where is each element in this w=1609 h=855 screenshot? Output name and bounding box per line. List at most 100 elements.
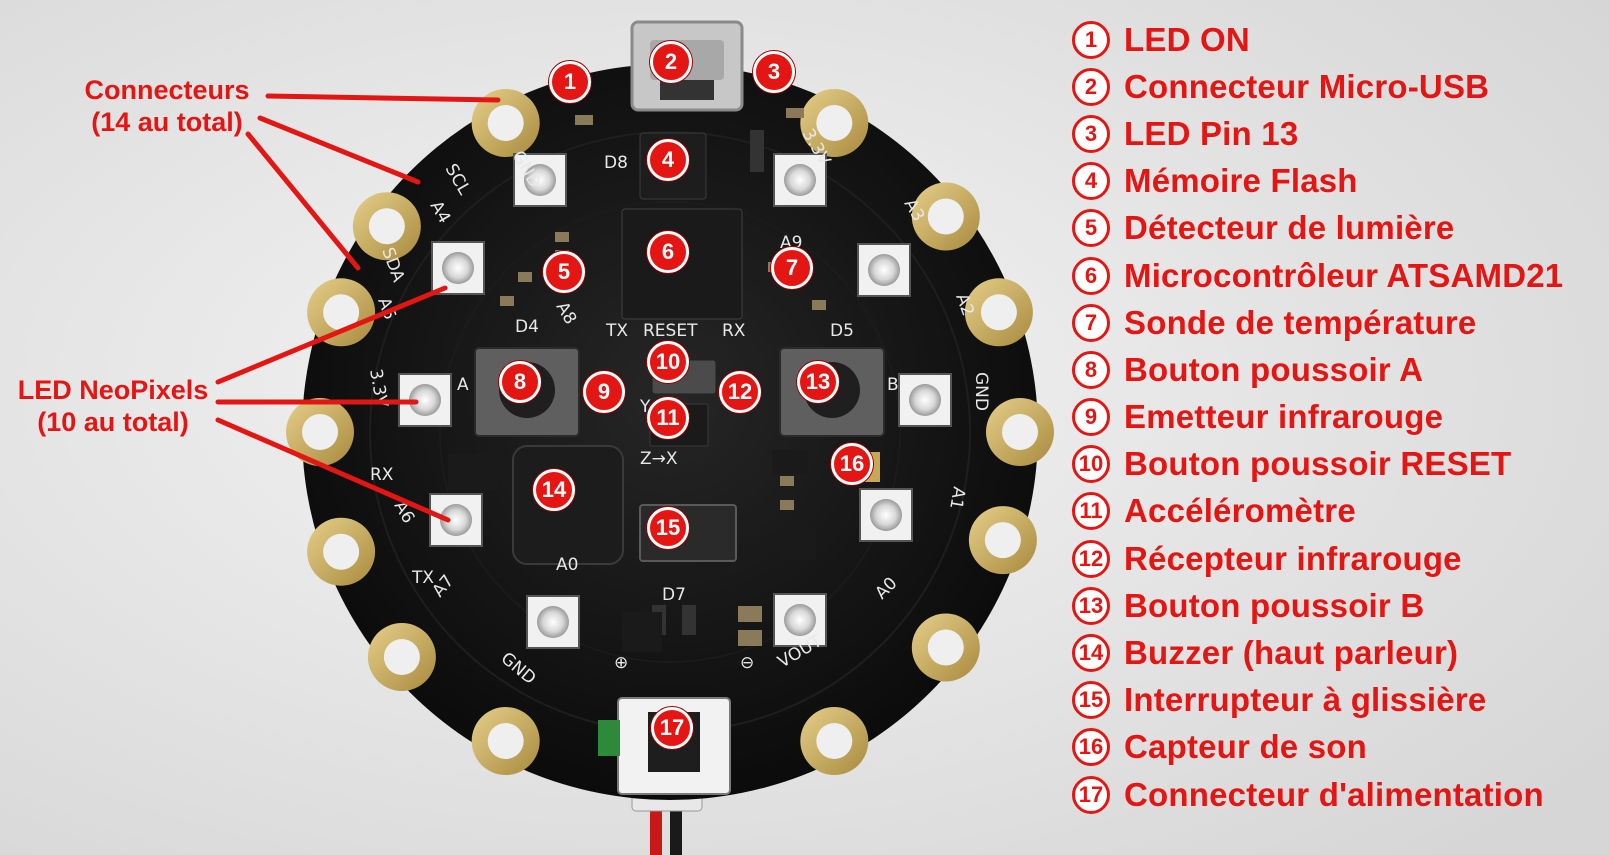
connector-pad-hole [368, 208, 405, 245]
legend-number: 15 [1072, 681, 1110, 720]
legend-number: 1 [1072, 20, 1110, 59]
neopixel-lens [537, 606, 569, 638]
callout-6: 6 [647, 231, 689, 273]
legend-item: 10 Bouton poussoir RESET [1072, 441, 1602, 488]
connector-pad-hole [323, 533, 360, 570]
legend-label: Connecteur Micro-USB [1124, 67, 1490, 105]
neopixel-lens [868, 254, 900, 286]
silk-gnd-right: GND [971, 372, 991, 411]
silk-d7: D7 [662, 585, 686, 605]
legend-label: Bouton poussoir RESET [1124, 445, 1512, 483]
callout-4: 4 [647, 139, 689, 181]
callout-8: 8 [499, 361, 541, 403]
legend-item: 1 LED ON [1072, 16, 1602, 63]
legend-label: Emetteur infrarouge [1124, 398, 1444, 436]
connector-pad-hole [927, 198, 964, 235]
legend-item: 2 Connecteur Micro-USB [1072, 63, 1602, 110]
callout-15: 15 [647, 507, 689, 549]
legend-number: 3 [1072, 114, 1110, 153]
legend-label: Connecteur d'alimentation [1124, 775, 1544, 813]
connector-pad-hole [323, 294, 360, 331]
neopixels-label-line2: (10 au total) [37, 407, 189, 437]
silk-plus: ⊕ [614, 653, 628, 673]
legend-number: 2 [1072, 67, 1110, 106]
silk-tx: TX [605, 321, 628, 341]
legend-item: 13 Bouton poussoir B [1072, 582, 1602, 629]
legend-number: 11 [1072, 492, 1110, 531]
legend-number: 17 [1072, 775, 1110, 814]
legend-item: 4 Mémoire Flash [1072, 158, 1602, 205]
neopixel-lens [524, 164, 556, 196]
legend-item: 7 Sonde de température [1072, 299, 1602, 346]
neopixel-lens [784, 164, 816, 196]
silk-a: A [457, 375, 469, 395]
silk-d8: D8 [604, 153, 628, 173]
neopixel-lens [440, 504, 472, 536]
silk-minus: ⊖ [740, 653, 754, 673]
neopixel-lens [870, 499, 902, 531]
silk-b: B [887, 375, 899, 395]
legend-number: 6 [1072, 256, 1110, 295]
legend-label: Récepteur infrarouge [1124, 539, 1462, 577]
connectors-label-line2: (14 au total) [91, 107, 243, 137]
legend-number: 13 [1072, 586, 1110, 625]
callout-13: 13 [797, 361, 839, 403]
legend-label: Bouton poussoir B [1124, 586, 1425, 624]
legend-label: LED Pin 13 [1124, 114, 1299, 152]
neopixels-label-line1: LED NeoPixels [17, 375, 209, 405]
callout-7: 7 [771, 247, 813, 289]
connector-pad-hole [383, 638, 420, 675]
legend-label: Accéléromètre [1124, 492, 1356, 530]
legend-item: 17 Connecteur d'alimentation [1072, 771, 1602, 818]
silk-a0-left: A0 [556, 555, 578, 575]
connector-pad-hole [302, 414, 338, 450]
legend-label: Sonde de température [1124, 303, 1477, 341]
legend-number: 8 [1072, 350, 1110, 389]
callout-9: 9 [583, 371, 625, 413]
neopixel-lens [909, 384, 941, 416]
neopixel-lens [784, 604, 816, 636]
silk-d5: D5 [830, 321, 854, 341]
callout-16: 16 [831, 443, 873, 485]
leader-lines [215, 93, 501, 523]
legend-item: 11 Accéléromètre [1072, 488, 1602, 535]
legend-number: 4 [1072, 162, 1110, 201]
connector-pad-hole [1002, 414, 1038, 450]
connectors-label-line1: Connecteurs [84, 75, 250, 105]
legend-item: 3 LED Pin 13 [1072, 110, 1602, 157]
legend: 1 LED ON 2 Connecteur Micro-USB 3 LED Pin 13 4… [1072, 16, 1602, 818]
callout-14: 14 [533, 469, 575, 511]
legend-label: Mémoire Flash [1124, 162, 1358, 200]
neopixel-lens [409, 384, 441, 416]
silk-rx-left: RX [370, 465, 394, 485]
connector-pad-hole [984, 522, 1021, 559]
legend-label: Bouton poussoir A [1124, 350, 1424, 388]
legend-item: 12 Récepteur infrarouge [1072, 535, 1602, 582]
callout-3: 3 [753, 51, 795, 93]
legend-number: 7 [1072, 303, 1110, 342]
smd-components [448, 108, 826, 652]
silk-zx: Z→X [640, 449, 678, 469]
legend-number: 16 [1072, 728, 1110, 767]
legend-label: Interrupteur à glissière [1124, 681, 1487, 719]
connector-pad-hole [487, 723, 524, 760]
silk-tx-left: TX [411, 568, 434, 588]
connector-pads [286, 88, 1054, 776]
legend-label: Buzzer (haut parleur) [1124, 634, 1459, 672]
callout-11: 11 [647, 397, 689, 439]
legend-label: Microcontrôleur ATSAMD21 [1124, 256, 1564, 294]
silk-d4: D4 [515, 317, 539, 337]
connector-pad-hole [816, 723, 853, 760]
legend-number: 12 [1072, 539, 1110, 578]
legend-number: 10 [1072, 445, 1110, 484]
callout-1: 1 [549, 61, 591, 103]
connector-pad-hole [980, 294, 1017, 331]
callout-10: 10 [647, 341, 689, 383]
legend-label: LED ON [1124, 20, 1250, 58]
silk-a1: A1 [945, 485, 969, 511]
silk-reset: RESET [643, 321, 698, 341]
